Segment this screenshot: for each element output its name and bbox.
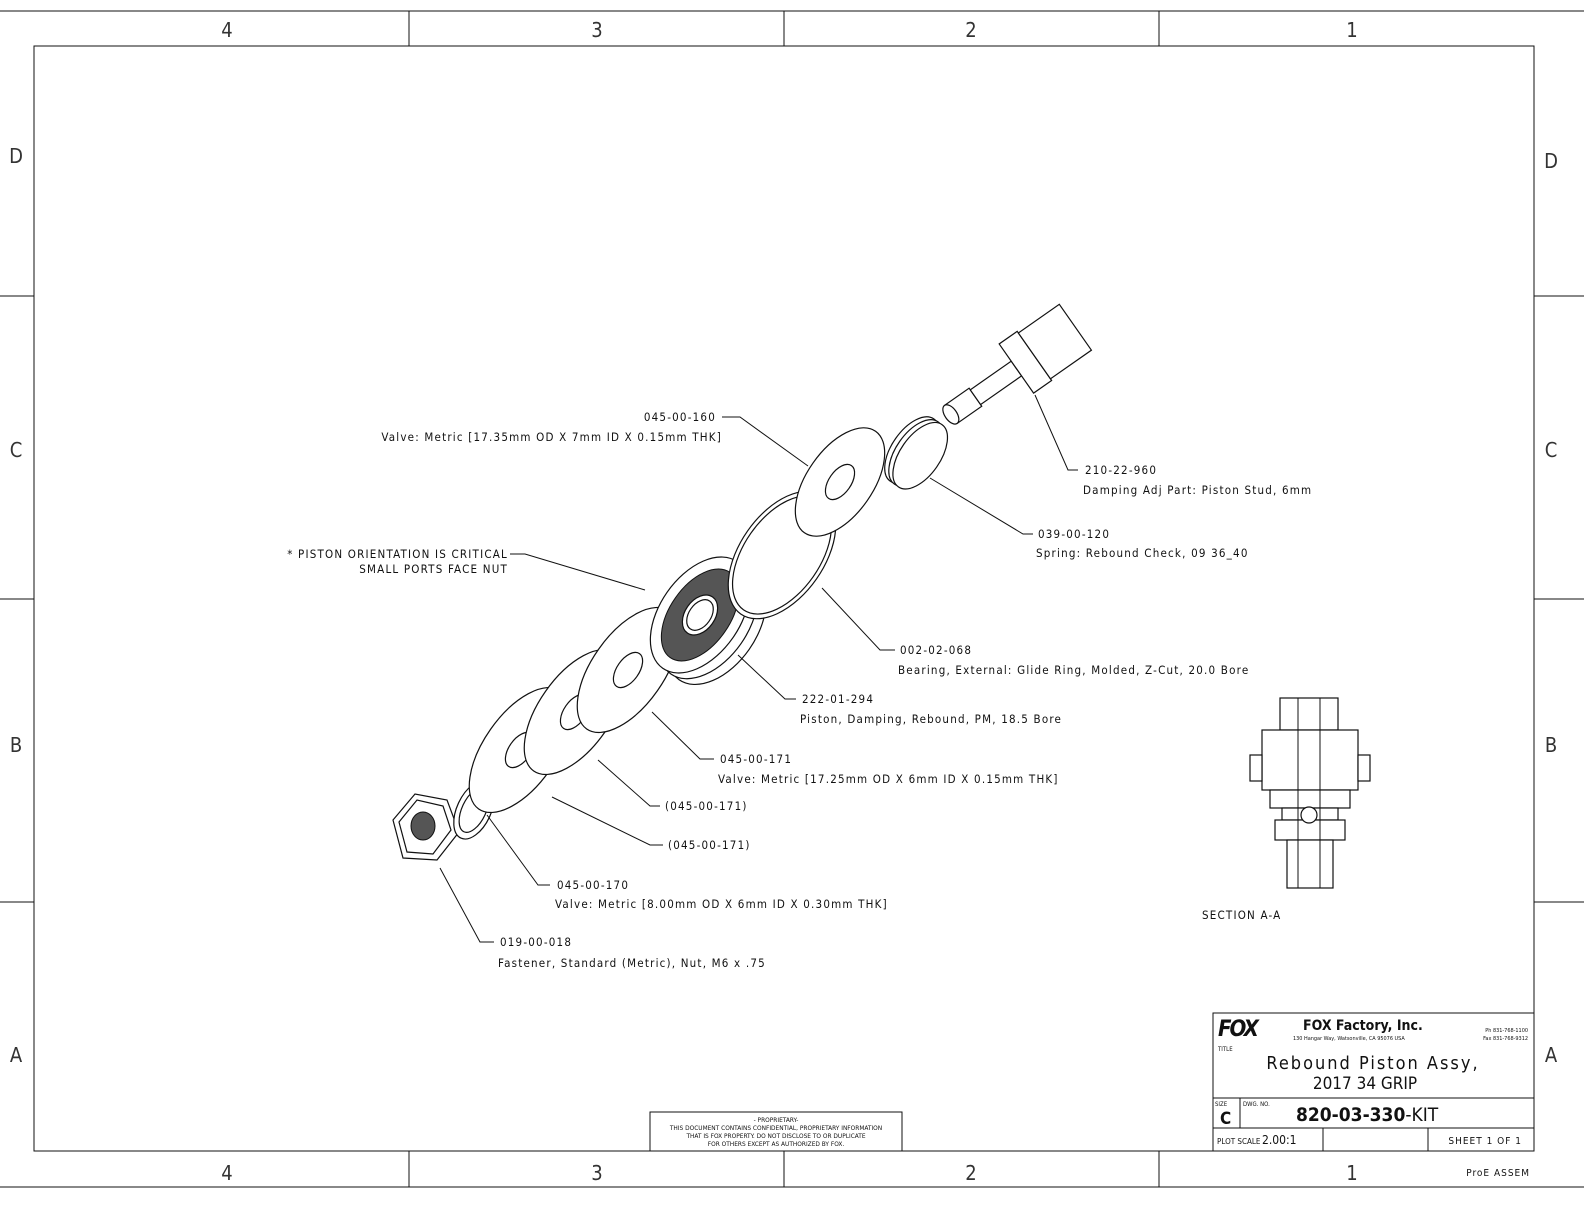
drawing-line: [824, 463, 856, 501]
zone-col-label: 3: [591, 1161, 602, 1185]
drawing-number: 820-03-330-KIT: [1296, 1104, 1439, 1126]
drawing-text: THAT IS FOX PROPERTY. DO NOT DISCLOSE TO…: [685, 1132, 865, 1140]
zone-row-label: A: [10, 1043, 23, 1067]
drawing-line: [410, 811, 436, 841]
drawing-line: [1300, 806, 1318, 824]
zone-row-label: A: [1545, 1043, 1558, 1067]
drawing-line: [722, 416, 809, 467]
callout-part-number: 222-01-294: [802, 692, 874, 706]
drawing-line: [892, 421, 949, 490]
sheet-size: C: [1220, 1109, 1231, 1129]
drawing-line: [1212, 1012, 1535, 1152]
callout-part-number: (045-00-171): [668, 838, 751, 852]
plot-scale: 2.00:1: [1262, 1133, 1297, 1147]
callout-part-number: 002-02-068: [900, 643, 972, 657]
drawing-text: THIS DOCUMENT CONTAINS CONFIDENTIAL, PRO…: [669, 1124, 882, 1132]
drawing-line: [929, 477, 1033, 535]
plot-scale-label: PLOT SCALE: [1217, 1137, 1261, 1146]
callout-description: Fastener, Standard (Metric), Nut, M6 x .…: [498, 956, 766, 970]
section-label: SECTION A-A: [1202, 908, 1281, 922]
drawing-line: [486, 814, 550, 886]
company-name: FOX Factory, Inc.: [1303, 1018, 1423, 1034]
drawing-line: [1286, 839, 1334, 889]
zone-row-label: D: [1544, 149, 1558, 173]
drawing-line: [969, 360, 1023, 406]
drawing-line: [1269, 789, 1351, 809]
drawing-line: [1249, 754, 1263, 782]
proprietary-notice: - PROPRIETARY- THIS DOCUMENT CONTAINS CO…: [649, 1111, 903, 1152]
zone-labels: 4 3 2 1 4 3 2 1 D C B A D C B A: [9, 18, 1558, 1185]
callout-description: Valve: Metric [17.35mm OD X 7mm ID X 0.1…: [381, 430, 722, 444]
zone-row-label: B: [10, 733, 22, 757]
drawing-line: [439, 867, 494, 943]
note-small-ports: SMALL PORTS FACE NUT: [359, 562, 508, 576]
callout-part-number: (045-00-171): [665, 799, 748, 813]
callout-description: Bearing, External: Glide Ring, Molded, Z…: [898, 663, 1249, 677]
drawing-title-line1: Rebound Piston Assy,: [1266, 1053, 1479, 1074]
title-block: FOX FOX Factory, Inc. 130 Hangar Way, Wa…: [1212, 1012, 1535, 1179]
drawing-line: [686, 599, 714, 631]
drawing-text: - PROPRIETARY-: [754, 1116, 799, 1124]
zone-row-label: C: [10, 438, 23, 462]
zone-col-label: 2: [965, 1161, 976, 1185]
callout-description: Spring: Rebound Check, 09 36_40: [1036, 546, 1249, 560]
spring: [884, 416, 949, 490]
zone-col-label: 4: [221, 18, 232, 42]
drawing-title-line2: 2017 34 GRIP: [1313, 1074, 1417, 1094]
drawing-line: [1357, 754, 1371, 782]
footer-proe-assem: ProE ASSEM: [1466, 1168, 1530, 1179]
drawing-line: [1279, 697, 1339, 731]
drawing-text: FOR OTHERS EXCEPT AS AUTHORIZED BY FOX.: [708, 1140, 845, 1148]
drawing-line: [612, 651, 644, 689]
callout-part-number: 045-00-160: [644, 410, 716, 424]
hex-nut: [392, 793, 460, 861]
drawing-line: [551, 796, 663, 846]
note-piston-orientation: * PISTON ORIENTATION IS CRITICAL: [287, 547, 508, 561]
callout-part-number: 045-00-170: [557, 878, 629, 892]
drawing-line: [1034, 394, 1078, 471]
zone-row-label: B: [1545, 733, 1557, 757]
drawing-line: [1297, 697, 1321, 889]
callout-part-number: 210-22-960: [1085, 463, 1157, 477]
drawing-line: [597, 759, 660, 807]
callouts: 045-00-160 Valve: Metric [17.35mm OD X 7…: [287, 410, 1312, 970]
fox-logo: FOX: [1218, 1017, 1261, 1042]
drawing-line: [651, 711, 714, 760]
callout-part-number: 039-00-120: [1038, 527, 1110, 541]
piston-stud: [942, 303, 1093, 425]
drawing-line: [737, 654, 796, 700]
sheet-number: SHEET 1 OF 1: [1448, 1136, 1522, 1147]
drawing-text: 820-03-330: [1296, 1104, 1405, 1126]
zone-row-label: D: [9, 144, 23, 168]
dwg-no-label: DWG. NO.: [1243, 1101, 1270, 1108]
drawing-line: [1261, 729, 1359, 791]
zone-col-label: 3: [591, 18, 602, 42]
drawing-line: [510, 553, 646, 591]
drawing-line: [1017, 303, 1093, 380]
zone-col-label: 1: [1346, 1161, 1357, 1185]
zone-col-label: 2: [965, 18, 976, 42]
title-label: TITLE: [1217, 1046, 1233, 1053]
zone-row-label: C: [1545, 438, 1558, 462]
valve-045-00-160: [794, 427, 886, 537]
size-label: SIZE: [1215, 1101, 1228, 1108]
drawing-line: [942, 404, 960, 425]
company-phone: Ph 831-768-1100: [1485, 1028, 1528, 1034]
callout-description: Valve: Metric [8.00mm OD X 6mm ID X 0.30…: [555, 897, 888, 911]
leader-lines: [439, 394, 1078, 943]
callout-part-number: 019-00-018: [500, 935, 572, 949]
drawing-line: [649, 1111, 903, 1152]
callout-description: Valve: Metric [17.25mm OD X 6mm ID X 0.1…: [718, 772, 1059, 786]
callout-description: Damping Adj Part: Piston Stud, 6mm: [1083, 483, 1312, 497]
exploded-assembly: [392, 303, 1093, 861]
callout-part-number: 045-00-171: [720, 752, 792, 766]
drawing-text: -KIT: [1405, 1104, 1438, 1126]
zone-col-label: 1: [1346, 18, 1357, 42]
company-fax: Fax 831-768-9312: [1483, 1036, 1528, 1042]
callout-description: Piston, Damping, Rebound, PM, 18.5 Bore: [800, 712, 1062, 726]
section-view: SECTION A-A: [1202, 697, 1371, 922]
company-address: 130 Hangar Way, Watsonville, CA 95076 US…: [1293, 1036, 1405, 1042]
drawing-line: [821, 587, 895, 651]
zone-col-label: 4: [221, 1161, 232, 1185]
